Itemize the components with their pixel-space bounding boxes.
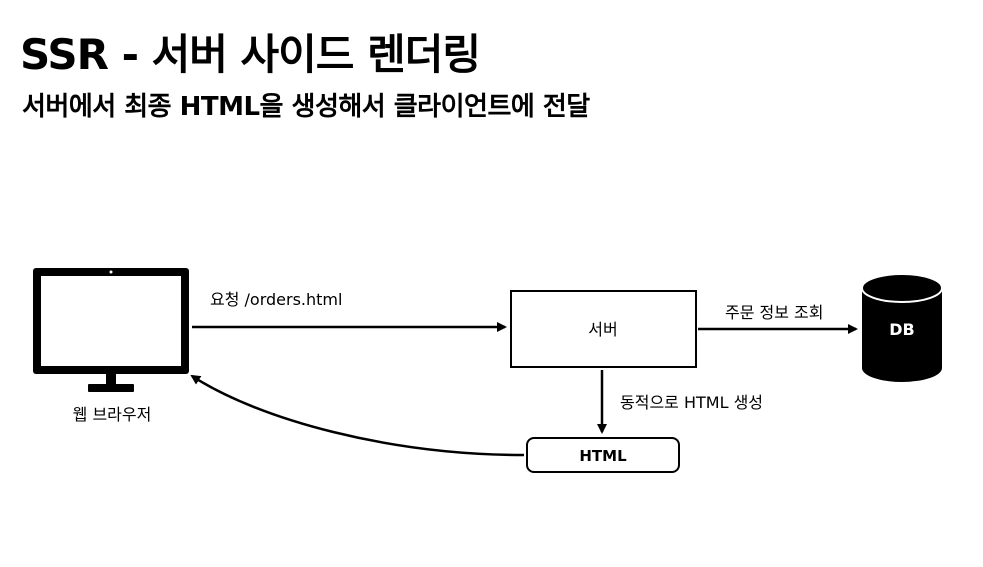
html-box <box>526 437 680 473</box>
request-label: 요청 /orders.html <box>210 290 342 309</box>
database-icon <box>861 273 943 382</box>
server-label: 서버 <box>588 320 617 339</box>
generate-label: 동적으로 HTML 생성 <box>620 393 763 412</box>
db-label: DB <box>889 320 914 339</box>
response-arrow <box>190 374 525 457</box>
browser-label: 웹 브라우저 <box>73 405 152 424</box>
html-label: HTML <box>579 447 627 465</box>
monitor-icon <box>33 268 189 392</box>
page-subtitle: 서버에서 최종 HTML을 생성해서 클라이언트에 전달 <box>22 92 590 122</box>
server-box <box>510 290 697 368</box>
page-title: SSR - 서버 사이드 렌더링 <box>20 30 481 79</box>
db-query-label: 주문 정보 조회 <box>725 303 824 322</box>
